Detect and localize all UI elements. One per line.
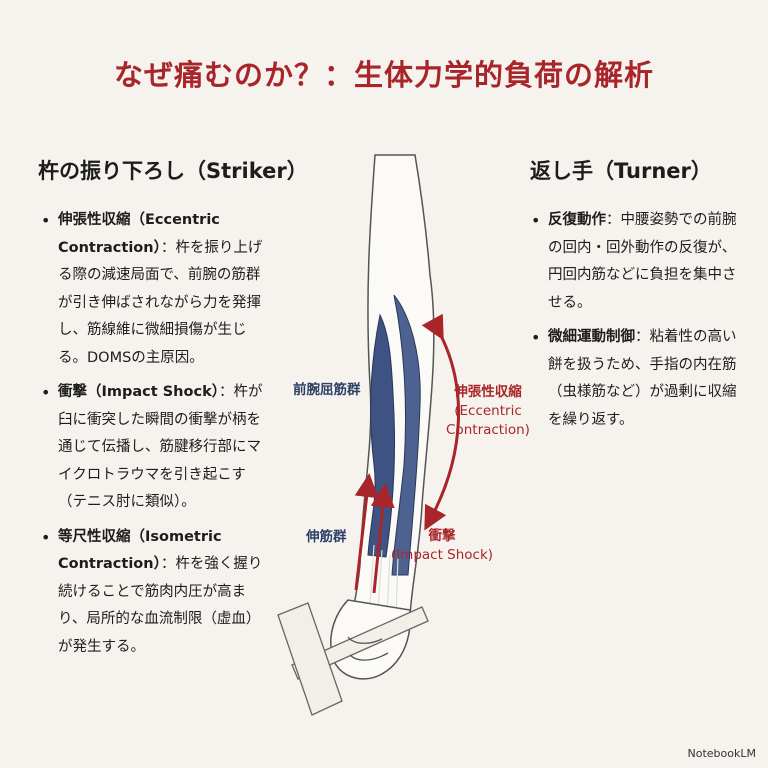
extensor-label: 伸筋群: [306, 529, 347, 545]
fingers: [347, 636, 389, 661]
list-item: 伸張性収縮（Eccentric Contraction）：杵を振り上げる際の減速…: [38, 207, 273, 372]
turner-list: 反復動作：中腰姿勢での前腕の回内・回外動作の反復が、円回内筋などに負担を集中させ…: [528, 207, 743, 441]
list-item-text: ：杵が臼に衝突した瞬間の衝撃が柄を通じて伝播し、筋腱移行部にマイクロトラウマを引…: [58, 384, 263, 510]
list-item-text: ：杵を振り上げる際の減速局面で、前腕の筋群が引き伸ばされながら力を発揮し、筋線維…: [58, 239, 263, 366]
list-item-term: 伸張性収縮（Eccentric Contraction）: [58, 212, 220, 256]
impact-label-main: 衝撃: [428, 528, 456, 544]
turner-heading: 返し手（Turner）: [530, 159, 712, 183]
list-item: 衝撃（Impact Shock）：杵が臼に衝突した瞬間の衝撃が柄を通じて伝播し、…: [38, 379, 273, 517]
list-item: 反復動作：中腰姿勢での前腕の回内・回外動作の反復が、円回内筋などに負担を集中させ…: [528, 207, 743, 317]
list-item-term: 衝撃（Impact Shock）: [58, 384, 219, 400]
tendon-lines: [369, 544, 399, 616]
list-item-term: 微細運動制御: [548, 329, 635, 345]
eccentric-arrow: [421, 313, 461, 531]
impact-arrow: [354, 473, 379, 591]
notebooklm-logo: NotebookLM: [687, 747, 756, 760]
impact-label-sub: (Impact Shock): [390, 547, 494, 563]
mallet-head: [277, 602, 343, 716]
extensor-muscle: [391, 294, 421, 576]
impact-label: 衝撃 (Impact Shock): [382, 527, 502, 565]
eccentric-label-main: 伸張性収縮: [454, 384, 522, 400]
striker-heading: 杵の振り下ろし（Striker）: [38, 159, 308, 183]
list-item-term: 反復動作: [548, 212, 606, 228]
forearm-diagram: 前腕屈筋群 伸筋群 伸張性収縮 (Eccentric Contraction) …: [270, 145, 540, 735]
eccentric-label-sub: (Eccentric Contraction): [446, 403, 530, 438]
forearm-illustration: [277, 154, 461, 716]
impact-arrow: [370, 483, 395, 594]
list-item-text: ：中腰姿勢での前腕の回内・回外動作の反復が、円回内筋などに負担を集中させる。: [548, 212, 737, 311]
flexor-label: 前腕屈筋群: [293, 382, 361, 398]
list-item: 等尺性収縮（Isometric Contraction）：杵を強く握り続けること…: [38, 524, 273, 662]
list-item-term: 等尺性収縮（Isometric Contraction）: [58, 528, 222, 573]
striker-list: 伸張性収縮（Eccentric Contraction）：杵を振り上げる際の減速…: [38, 207, 273, 668]
page-title: なぜ痛むのか？：生体力学的負荷の解析: [113, 58, 654, 92]
list-item: 微細運動制御：粘着性の高い餅を扱うため、手指の内在筋（虫様筋など）が過剰に収縮を…: [528, 324, 743, 434]
list-item-text: ：杵を強く握り続けることで筋肉内圧が高まり、局所的な血流制限（虚血）が発生する。: [58, 556, 263, 655]
list-item-text: ：粘着性の高い餅を扱うため、手指の内在筋（虫様筋など）が過剰に収縮を繰り返す。: [548, 329, 737, 428]
eccentric-label: 伸張性収縮 (Eccentric Contraction): [438, 383, 538, 440]
